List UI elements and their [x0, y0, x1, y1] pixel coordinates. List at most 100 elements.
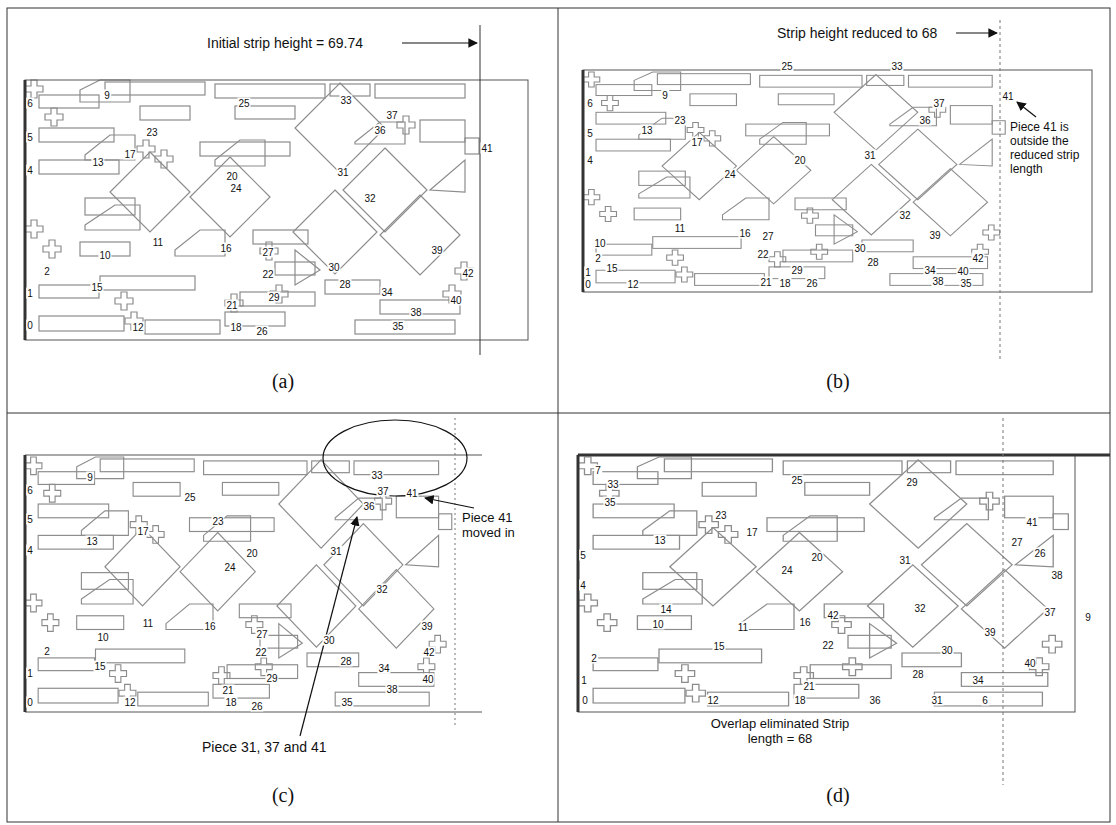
callout-number: 35 — [959, 278, 972, 289]
callout-number: 37 — [376, 486, 389, 497]
callout-number: 39 — [430, 245, 443, 256]
callout-number: 30 — [322, 635, 335, 646]
callout-number: 22 — [756, 249, 769, 260]
callout-number: 23 — [714, 510, 727, 521]
callout-number: 6 — [586, 98, 594, 109]
callout-number: 27 — [261, 247, 274, 258]
callout-number: 38 — [1050, 570, 1063, 581]
callout-number: 0 — [584, 279, 592, 290]
callout-number: 1 — [26, 668, 34, 679]
callout-number: 34 — [380, 287, 393, 298]
callout-number: 7 — [594, 465, 602, 476]
callout-number: 5 — [26, 514, 34, 525]
panel-label: (c) — [272, 784, 294, 806]
callout-number: 25 — [780, 61, 793, 72]
callout-number: 15 — [90, 282, 103, 293]
callout-number: 21 — [759, 277, 772, 288]
callout-number: 5 — [586, 128, 594, 139]
callout-number: 2 — [590, 653, 598, 664]
annotation: Overlap eliminated Strip length = 68 — [705, 716, 855, 746]
callout-number: 32 — [898, 210, 911, 221]
callout-number: 16 — [738, 228, 751, 239]
callout-number: 2 — [43, 646, 51, 657]
callout-number: 36 — [868, 695, 881, 706]
strip-panel-d — [578, 418, 1110, 785]
callout-number: 39 — [983, 627, 996, 638]
callout-number: 30 — [940, 645, 953, 656]
callout-number: 41 — [1001, 91, 1014, 102]
callout-number: 11 — [674, 223, 686, 234]
callout-number: 42 — [826, 610, 839, 621]
callout-number: 37 — [932, 98, 945, 109]
callout-number: 40 — [1023, 658, 1036, 669]
callout-number: 36 — [373, 125, 386, 136]
callout-number: 12 — [123, 697, 136, 708]
annotation: Strip height reduced to 68 — [775, 25, 939, 41]
callout-number: 16 — [203, 621, 216, 632]
callout-number: 24 — [223, 562, 236, 573]
callout-number: 4 — [579, 580, 587, 591]
callout-number: 40 — [956, 266, 969, 277]
callout-number: 6 — [26, 485, 34, 496]
callout-number: 15 — [93, 661, 106, 672]
callout-number: 31 — [336, 167, 349, 178]
callout-number: 35 — [340, 697, 353, 708]
callout-number: 30 — [853, 243, 866, 254]
callout-number: 27 — [761, 231, 774, 242]
panel-divider — [7, 413, 1110, 414]
callout-number: 1 — [580, 675, 588, 686]
callout-number: 9 — [661, 90, 669, 101]
callout-number: 20 — [810, 552, 823, 563]
strip-panel-c — [25, 418, 482, 736]
callout-number: 39 — [420, 621, 433, 632]
callout-number: 18 — [778, 278, 791, 289]
figure-frame — [7, 8, 1110, 822]
callout-number: 13 — [653, 535, 666, 546]
callout-number: 9 — [103, 90, 111, 101]
callout-number: 16 — [219, 243, 232, 254]
callout-number: 24 — [723, 169, 736, 180]
callout-number: 17 — [136, 526, 149, 537]
callout-number: 20 — [245, 548, 258, 559]
callout-number: 2 — [594, 253, 602, 264]
callout-number: 18 — [793, 695, 806, 706]
callout-number: 37 — [385, 110, 398, 121]
strip-panel-b — [583, 20, 1092, 360]
callout-number: 36 — [362, 501, 375, 512]
callout-number: 31 — [329, 546, 342, 557]
callout-number: 23 — [673, 115, 686, 126]
callout-number: 2 — [43, 266, 51, 277]
callout-number: 0 — [26, 697, 34, 708]
callout-number: 12 — [131, 322, 144, 333]
callout-number: 35 — [603, 497, 616, 508]
callout-number: 38 — [409, 307, 422, 318]
callout-number: 33 — [606, 479, 619, 490]
callout-number: 38 — [385, 684, 398, 695]
callout-number: 24 — [780, 565, 793, 576]
callout-number: 25 — [790, 475, 803, 486]
callout-number: 37 — [1043, 607, 1056, 618]
callout-number: 1 — [26, 288, 34, 299]
callout-number: 25 — [183, 492, 196, 503]
callout-number: 15 — [605, 263, 618, 274]
callout-number: 4 — [26, 545, 34, 556]
callout-number: 13 — [91, 157, 104, 168]
callout-number: 12 — [706, 695, 719, 706]
callout-number: 20 — [793, 155, 806, 166]
callout-number: 10 — [98, 250, 111, 261]
callout-number: 22 — [261, 269, 274, 280]
callout-number: 39 — [928, 230, 941, 241]
callout-number: 33 — [339, 95, 352, 106]
callout-number: 24 — [229, 183, 242, 194]
callout-number: 41 — [480, 143, 493, 154]
callout-number: 28 — [339, 656, 352, 667]
callout-number: 5 — [579, 550, 587, 561]
panel-label: (a) — [272, 370, 294, 392]
callout-number: 20 — [225, 171, 238, 182]
callout-number: 14 — [659, 604, 672, 615]
callout-number: 23 — [211, 516, 224, 527]
callout-number: 18 — [229, 322, 242, 333]
annotation: Piece 41 is outside the reduced strip le… — [1010, 120, 1086, 176]
callout-number: 13 — [640, 125, 653, 136]
callout-number: 29 — [267, 292, 280, 303]
